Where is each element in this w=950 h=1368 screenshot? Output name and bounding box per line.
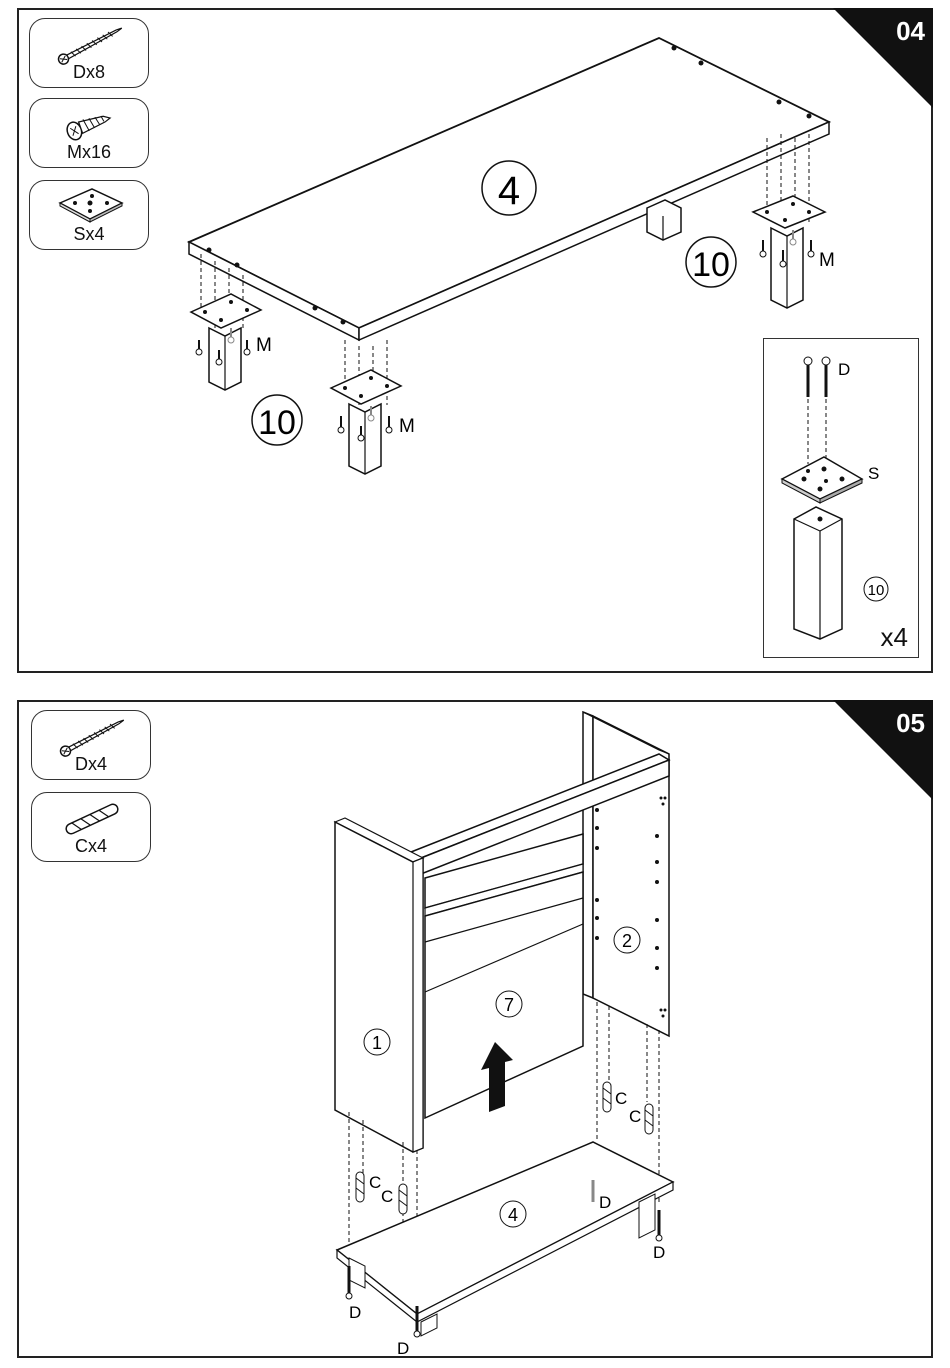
callout-d: D	[349, 1303, 361, 1322]
screw-m-icon	[244, 340, 250, 355]
part-number-leg-detail: 10	[868, 582, 885, 599]
leg-front-assembly	[331, 370, 401, 474]
callout-d: D	[653, 1243, 665, 1262]
dowel-c	[645, 1104, 653, 1134]
callout-c: C	[615, 1089, 627, 1108]
detail-inset-box: D S 10 x4	[763, 338, 919, 658]
mounting-plate	[782, 457, 862, 503]
dowel-c	[356, 1172, 364, 1202]
screw-m-icon	[760, 240, 766, 257]
screw-m-icon	[386, 416, 392, 433]
callout-m: M	[256, 335, 272, 356]
part-number-side-right: 2	[622, 931, 632, 951]
callout-d: D	[397, 1339, 409, 1358]
leg-left-assembly	[191, 294, 261, 390]
callout-m: M	[819, 250, 835, 271]
callout-c: C	[381, 1187, 393, 1206]
leg-detail	[794, 507, 842, 639]
part-number-side-left: 1	[372, 1033, 382, 1053]
dowel-c	[603, 1082, 611, 1112]
part-number-back: 7	[504, 995, 514, 1015]
part-number-leg-left: 10	[258, 404, 296, 442]
step-04-panel: 04 Dx8 Mx16	[17, 8, 933, 673]
screw-m-icon	[338, 416, 344, 433]
screw-d-icon	[804, 357, 830, 397]
base-panel	[337, 1142, 673, 1336]
side-panel-left	[335, 818, 423, 1152]
callout-d: D	[599, 1193, 611, 1212]
screw-m-icon	[808, 240, 814, 257]
leg-back	[647, 200, 681, 240]
callout-c: C	[369, 1173, 381, 1192]
part-number-leg-right: 10	[692, 246, 730, 284]
screw-m-icon	[196, 340, 202, 355]
callout-d: D	[838, 360, 850, 379]
step-05-panel: 05 Dx4 Cx4	[17, 700, 933, 1358]
callout-c: C	[629, 1107, 641, 1126]
callout-s: S	[868, 464, 879, 483]
detail-drawing: D S 10	[764, 339, 920, 659]
quantity-multiplier: x4	[881, 622, 908, 653]
part-number-base: 4	[508, 1205, 518, 1225]
callout-m: M	[399, 416, 415, 437]
dowel-c	[399, 1184, 407, 1214]
part-number-top-panel: 4	[498, 169, 520, 213]
leg-right-assembly	[753, 196, 825, 308]
screw-d-icon	[656, 1210, 662, 1241]
step-05-drawing: C C C C D D D D 1 2 7 4	[19, 702, 935, 1360]
